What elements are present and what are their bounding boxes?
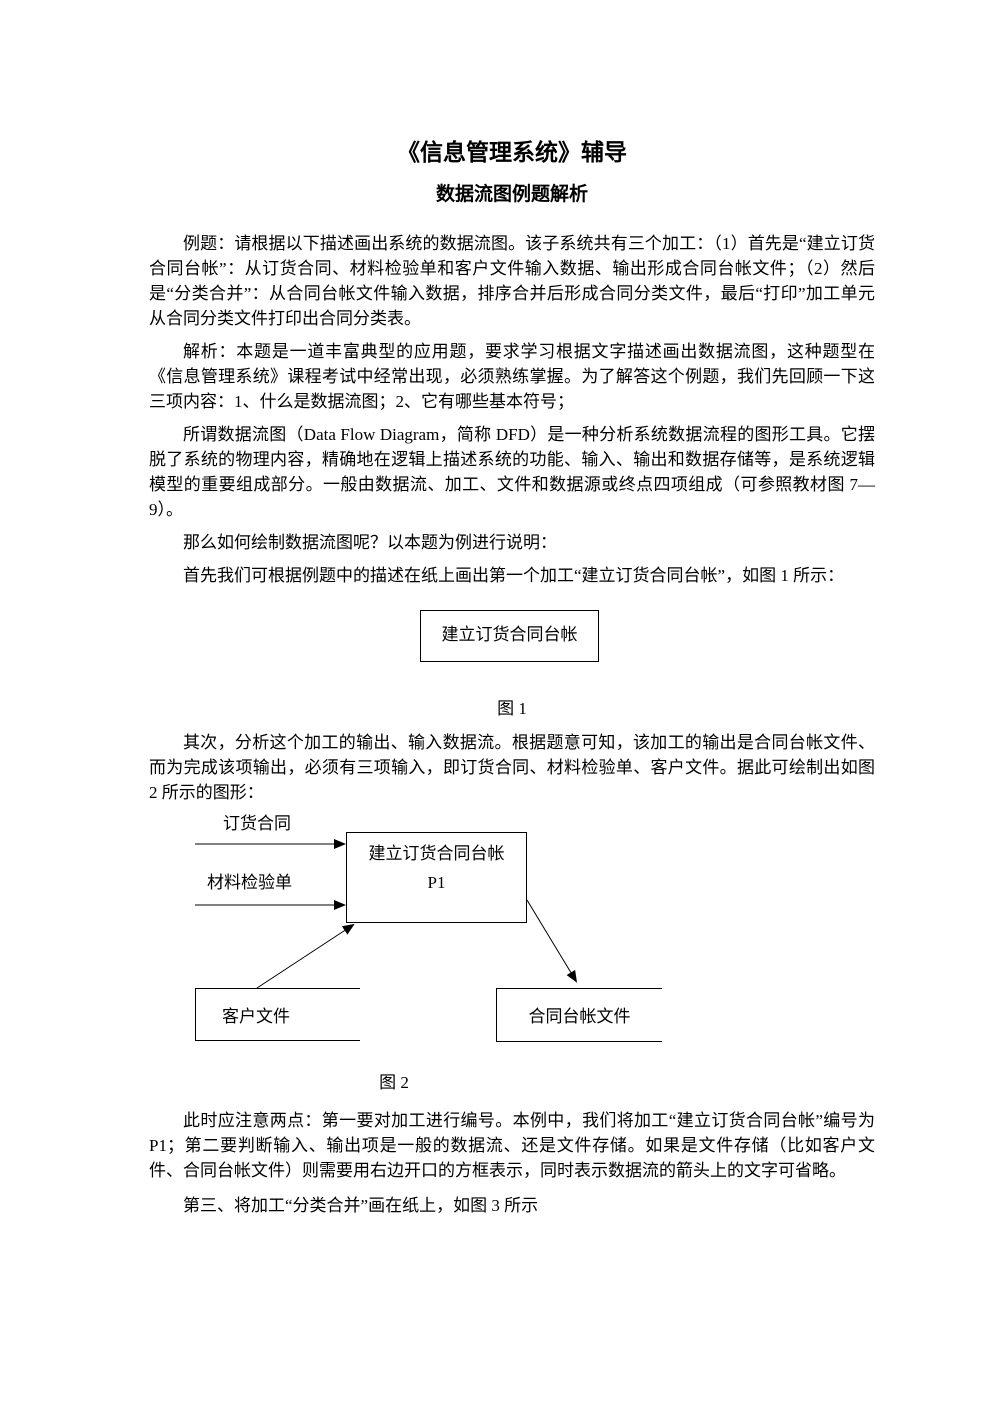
customer-file-flow-arrow xyxy=(256,923,355,989)
file-store-customer-file-label: 客户文件 xyxy=(222,1007,290,1026)
paragraph-first-step: 首先我们可根据例题中的描述在纸上画出第一个加工“建立订货合同台帐”，如图 1 所… xyxy=(183,566,845,585)
data-flow-label-order-contract: 订货合同 xyxy=(223,814,291,833)
paragraph-second-step: 其次，分析这个加工的输出、输入数据流。根据题意可知，该加工的输出是合同台帐文件、… xyxy=(149,733,875,802)
figure2-arrows xyxy=(195,839,578,989)
figure1-caption: 图 1 xyxy=(497,699,527,718)
data-flow-label-material-inspection: 材料检验单 xyxy=(207,873,292,892)
page-subtitle: 数据流图例题解析 xyxy=(435,184,588,205)
figure1-process-label: 建立订货合同台帐 xyxy=(441,625,578,644)
paragraph-third-step: 第三、将加工“分类合并”画在纸上，如图 3 所示 xyxy=(183,1196,539,1215)
paragraph-analysis: 解析：本题是一道丰富典型的应用题，要求学习根据文字描述画出数据流图，这种题型在《… xyxy=(149,342,875,411)
paragraph-two-notes: 此时应注意两点：第一要对加工进行编号。本例中，我们将加工“建立订货合同台帐”编号… xyxy=(149,1111,875,1180)
figure-1: 建立订货合同台帐 图 1 xyxy=(149,610,875,722)
figure2-caption: 图 2 xyxy=(379,1073,409,1092)
figure-2: 订货合同 材料检验单 建立订货合同台帐 P1 客户文件 合同台帐文件 图 2 xyxy=(149,805,875,1100)
figure2-process-label: 建立订货合同台帐 xyxy=(368,844,505,863)
file-store-contract-ledger-file-label: 合同台帐文件 xyxy=(528,1007,631,1026)
file-store-contract-ledger-file: 合同台帐文件 xyxy=(496,988,662,1042)
figure1-process-box: 建立订货合同台帐 xyxy=(420,610,599,662)
document-content: 《信息管理系统》辅导 数据流图例题解析 例题：请根据以下描述画出系统的数据流图。… xyxy=(149,0,875,1218)
contract-ledger-flow-arrow xyxy=(526,899,578,983)
page-title: 《信息管理系统》辅导 xyxy=(397,140,627,165)
paragraph-how-to-draw: 那么如何绘制数据流图呢？以本题为例进行说明： xyxy=(183,533,557,552)
paragraph-dfd-definition: 所谓数据流图（Data Flow Diagram，简称 DFD）是一种分析系统数… xyxy=(149,425,875,519)
figure2-process-box: 建立订货合同台帐 P1 xyxy=(346,832,527,923)
file-store-customer-file: 客户文件 xyxy=(195,988,360,1041)
paragraph-example-statement: 例题：请根据以下描述画出系统的数据流图。该子系统共有三个加工：（1）首先是“建立… xyxy=(149,234,875,328)
figure2-process-id: P1 xyxy=(427,873,446,892)
